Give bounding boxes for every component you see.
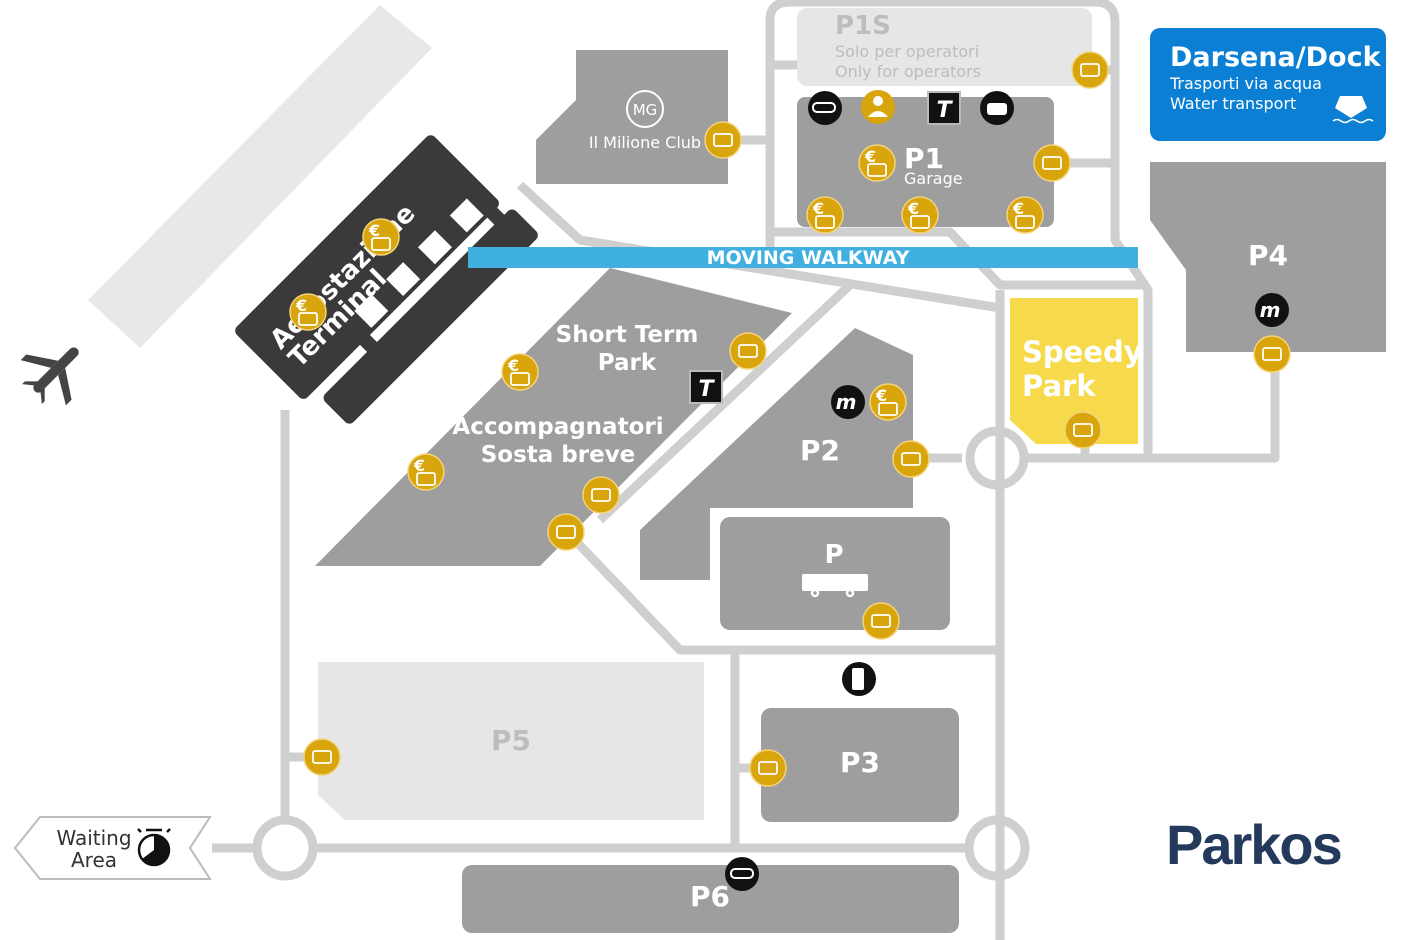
short-term-line1: Short Term — [556, 322, 699, 348]
boat-icon — [1332, 96, 1374, 124]
card-payment-icon — [547, 513, 585, 551]
taxi-sign-p1: T — [927, 91, 961, 125]
lot-p4[interactable] — [1150, 162, 1386, 352]
dock-sign[interactable]: Darsena/Dock Trasporti via acqua Water t… — [1150, 28, 1386, 141]
milione-club-label: Il Milione Club — [589, 133, 701, 152]
card-payment-icon — [1253, 335, 1291, 373]
moving-walkway-label: MOVING WALKWAY — [707, 247, 910, 269]
lot-p1s[interactable] — [797, 8, 1092, 86]
p1s-line1: Solo per operatori — [835, 42, 979, 61]
ev-charging-icon — [808, 91, 842, 125]
cash-card-payment-icon: € — [869, 383, 907, 421]
svg-text:MG: MG — [633, 101, 658, 119]
cash-card-payment-icon: € — [901, 196, 939, 234]
speedy-line1: Speedy — [1022, 335, 1143, 369]
p4-label: P4 — [1248, 239, 1288, 272]
parkos-logo: Parkos — [1166, 813, 1343, 876]
short-term-line4: Sosta breve — [481, 442, 636, 468]
card-payment-icon — [749, 749, 787, 787]
card-payment-icon — [862, 602, 900, 640]
card-payment-icon — [582, 476, 620, 514]
lot-p1[interactable] — [797, 97, 1054, 227]
lot-short-term[interactable] — [315, 268, 792, 566]
p1-sub: Garage — [904, 169, 963, 188]
lot-p3[interactable] — [761, 708, 959, 822]
lot-milione-club[interactable] — [536, 50, 728, 184]
dock-title: Darsena/Dock — [1170, 42, 1382, 73]
cash-card-payment-icon: € — [362, 218, 400, 256]
lot-p5[interactable] — [318, 662, 704, 820]
svg-text:m: m — [1260, 298, 1281, 322]
svg-text:T: T — [698, 377, 715, 402]
card-payment-icon — [892, 440, 930, 478]
svg-text:€: € — [368, 221, 380, 240]
short-term-line3: Accompagnatori — [452, 414, 663, 440]
svg-text:€: € — [812, 199, 824, 218]
telepass-icon-p4: m — [1255, 293, 1289, 327]
lot-p6[interactable] — [462, 865, 959, 933]
p5-label: P5 — [491, 724, 531, 757]
card-payment-icon — [303, 738, 341, 776]
svg-text:T: T — [936, 98, 953, 123]
cash-card-payment-icon: € — [806, 196, 844, 234]
card-payment-icon — [1071, 51, 1109, 89]
lot-speedy-park[interactable] — [1010, 298, 1138, 444]
svg-text:€: € — [1012, 199, 1024, 218]
p-bus-label: P — [824, 540, 843, 570]
svg-text:€: € — [413, 456, 425, 475]
cash-card-payment-icon: € — [1006, 196, 1044, 234]
svg-text:€: € — [864, 147, 876, 166]
svg-text:€: € — [507, 356, 519, 375]
speedy-line2: Park — [1022, 369, 1096, 403]
dock-line1: Trasporti via acqua — [1169, 74, 1322, 93]
telepass-icon-p2: m — [831, 385, 865, 419]
bus-icon — [802, 574, 868, 598]
svg-text:€: € — [295, 296, 307, 315]
svg-text:m: m — [836, 390, 857, 414]
svg-text:€: € — [907, 199, 919, 218]
card-payment-icon — [1064, 411, 1102, 449]
card-payment-icon — [704, 121, 742, 159]
short-term-line2: Park — [598, 350, 657, 376]
waiting-line2: Area — [71, 848, 117, 872]
cash-card-payment-icon: € — [858, 144, 896, 182]
p2-label: P2 — [800, 434, 840, 467]
svg-text:€: € — [875, 386, 887, 405]
card-payment-icon — [1033, 144, 1071, 182]
stopwatch-icon — [137, 828, 171, 867]
car-rental-icon — [980, 91, 1014, 125]
airplane-icon — [20, 347, 79, 406]
p1-title: P1 — [904, 142, 944, 175]
moving-walkway — [468, 247, 1138, 268]
cash-card-payment-icon: € — [289, 293, 327, 331]
dock-line2: Water transport — [1170, 94, 1296, 113]
payment-points: € € € € € € € € € — [289, 51, 1291, 787]
p1s-title: P1S — [835, 11, 891, 41]
fuel-station-icon — [842, 662, 876, 696]
cash-card-payment-icon: € — [407, 453, 445, 491]
waiting-line1: Waiting — [56, 826, 131, 850]
p3-label: P3 — [840, 746, 880, 779]
cash-card-payment-icon: € — [501, 353, 539, 391]
runway — [88, 5, 432, 348]
ev-charging-icon-p6 — [725, 857, 759, 891]
person-icon — [861, 90, 895, 124]
waiting-area-sign[interactable]: Waiting Area — [13, 816, 212, 880]
p1s-line2: Only for operators — [835, 62, 981, 81]
milione-club-logo-icon: MG — [626, 90, 664, 128]
lot-p-bus[interactable] — [720, 517, 950, 630]
taxi-sign-short-term: T — [689, 370, 723, 404]
p6-label: P6 — [690, 880, 730, 913]
card-payment-icon — [729, 332, 767, 370]
